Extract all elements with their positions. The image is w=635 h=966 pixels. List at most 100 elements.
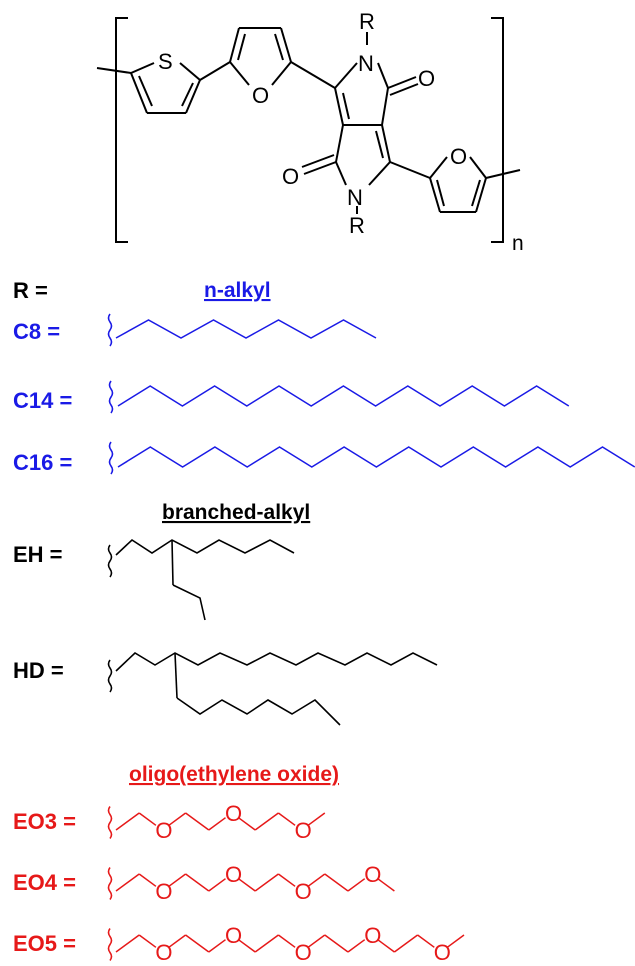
eo-bond [347, 939, 366, 953]
eo-bond [208, 878, 226, 892]
thiophene-ring [130, 62, 201, 114]
eo-oxygen-atom: O [295, 879, 312, 904]
eo-bond [115, 812, 140, 831]
eo-bond [377, 878, 395, 892]
eo-bond [238, 939, 256, 953]
eo-bond [324, 934, 349, 953]
attachment-squiggle [107, 313, 113, 347]
eo3-chain: OOO [107, 801, 326, 843]
eo-bond [254, 812, 279, 831]
eo-bond [393, 934, 419, 953]
attachment-squiggle [108, 441, 114, 475]
eo-oxygen-atom: O [225, 923, 242, 948]
eo5-label: EO5 = [13, 931, 76, 956]
eo-bond [138, 812, 157, 826]
furan-ring-2 [429, 156, 487, 213]
hd-label: HD = [13, 658, 64, 683]
right-terminal-bond [485, 169, 521, 179]
alkyl-zigzag-bonds [117, 385, 570, 407]
eh-label: EH = [13, 542, 63, 567]
eo-bond [238, 817, 256, 831]
eo-bond [168, 873, 187, 887]
eo3-label: EO3 = [13, 809, 76, 834]
eo-bond [168, 934, 187, 948]
atom-O-left: O [282, 164, 299, 189]
eo-bond [307, 934, 326, 948]
polymer-repeat-unit [96, 17, 521, 243]
eo-bond [168, 812, 187, 826]
r-equals-label: R = [13, 278, 48, 303]
eo4-label: EO4 = [13, 870, 76, 895]
eo-bond [254, 873, 279, 892]
atom-R-bottom: R [349, 213, 365, 238]
eo-bond [185, 934, 210, 953]
eo-oxygen-atom: O [225, 801, 242, 826]
eo-bond [307, 812, 326, 826]
attachment-squiggle [107, 928, 113, 961]
eo-oxygen-atom: O [364, 923, 381, 948]
branched-alkyl-section: branched-alkyl EH = HD = [13, 501, 438, 726]
atom-N-bottom: N [347, 185, 363, 210]
left-terminal-bond [96, 67, 132, 74]
attachment-squiggle [107, 806, 113, 839]
left-bracket [115, 17, 128, 243]
atom-O-furan-1: O [252, 83, 269, 108]
eo-oxygen-atom: O [434, 940, 451, 965]
eo-oxygen-atom: O [155, 879, 172, 904]
eo-bond [185, 873, 210, 892]
c8-chain [107, 313, 377, 347]
eo-bond [115, 873, 140, 892]
atom-labels: R N O O N R S O O n [158, 9, 524, 255]
oligo-eo-heading: oligo(ethylene oxide) [129, 763, 339, 786]
hd-chain [107, 652, 438, 726]
eo-oxygen-atom: O [225, 862, 242, 887]
eo-bond [138, 873, 157, 887]
atom-S-thiophene: S [158, 49, 173, 74]
attachment-squiggle [108, 380, 114, 414]
c16-chain [108, 441, 635, 475]
c14-label: C14 = [13, 388, 72, 413]
attachment-squiggle [107, 867, 113, 900]
eo-bond [417, 934, 435, 948]
eo-oxygen-atom: O [155, 940, 172, 965]
c16-label: C16 = [13, 450, 72, 475]
atom-O-right: O [418, 66, 435, 91]
eo-bond [277, 873, 296, 887]
n-alkyl-section: n-alkyl C8 = C14 = C16 = [13, 279, 635, 475]
c8-label: C8 = [13, 319, 60, 344]
eo-bond [277, 812, 296, 826]
eo-oxygen-atom: O [295, 818, 312, 843]
atom-O-furan-2: O [450, 144, 467, 169]
eo-bond [138, 934, 157, 948]
eo-bond [254, 934, 279, 953]
dpp-core [301, 32, 419, 214]
alkyl-zigzag-bonds [117, 446, 635, 468]
oligo-eo-section: oligo(ethylene oxide) EO3 = EO4 = EO5 = … [13, 763, 465, 965]
eo-oxygen-atom: O [364, 862, 381, 887]
branched-alkyl-heading: branched-alkyl [162, 501, 310, 524]
eo-bond [208, 817, 226, 831]
eo-bond [324, 873, 349, 892]
n-alkyl-heading: n-alkyl [204, 279, 271, 302]
eo-bond [208, 939, 226, 953]
eo-bond [347, 878, 366, 892]
eo-bond [185, 812, 210, 831]
eo-bond [238, 878, 256, 892]
eo-oxygen-atom: O [295, 940, 312, 965]
eo-bond [277, 934, 296, 948]
eo-bond [307, 873, 326, 887]
eo-bond [115, 934, 140, 953]
eh-chain [107, 538, 295, 621]
repeat-subscript: n [512, 232, 524, 255]
alkyl-zigzag-bonds [115, 319, 377, 339]
eo-bond [377, 939, 395, 953]
atom-N-top: N [358, 51, 374, 76]
c14-chain [108, 380, 570, 414]
right-bracket [491, 17, 504, 243]
eo-oxygen-atom: O [155, 818, 172, 843]
atom-R-top: R [359, 9, 375, 34]
eo-bond [446, 934, 465, 948]
